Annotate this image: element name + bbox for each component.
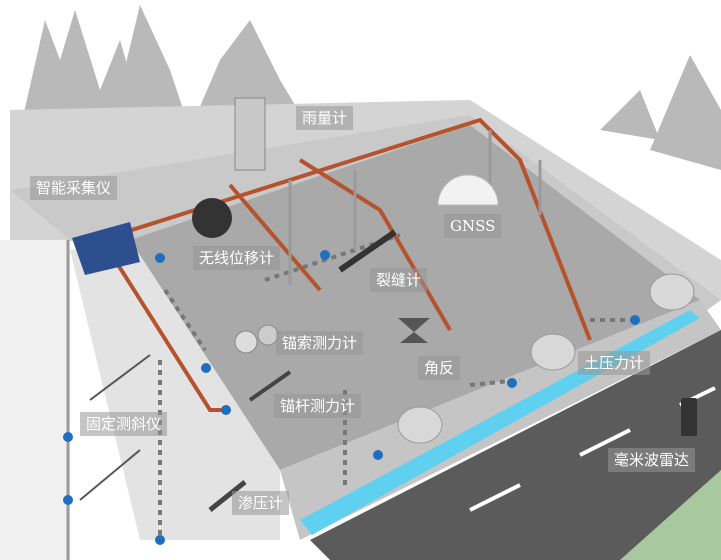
label-anchor-rod-dynamometer: 锚杆测力计 <box>274 394 362 418</box>
sensor-nodes <box>63 250 640 545</box>
earth-pressure-cells <box>397 273 695 444</box>
label-fixed-inclinometer: 固定测斜仪 <box>80 412 168 436</box>
label-gnss: GNSS <box>444 214 502 238</box>
label-wireless-displacement: 无线位移计 <box>193 246 281 270</box>
label-data-logger: 智能采集仪 <box>30 176 118 200</box>
label-corner-reflector: 角反 <box>418 356 461 380</box>
mmwave-radar-icon <box>681 398 697 436</box>
inclinometer-icons <box>79 354 151 501</box>
label-crack-meter: 裂缝计 <box>370 268 428 292</box>
wireless-displacement-icon <box>192 198 232 238</box>
data-logger-icon <box>72 222 140 275</box>
label-piezometer: 渗压计 <box>232 491 290 515</box>
tree-silhouettes <box>20 5 721 170</box>
anchor-cable-dynamometer-icon <box>234 330 258 354</box>
corner-reflector-icon <box>398 318 430 343</box>
crack-meter-icon <box>338 229 397 273</box>
rain-gauge-icon <box>234 97 266 171</box>
road <box>310 330 721 560</box>
label-earth-pressure-cell: 土压力计 <box>578 351 651 375</box>
label-anchor-cable-dynamometer: 锚索测力计 <box>276 331 364 355</box>
label-rain-gauge: 雨量计 <box>296 106 354 130</box>
piezometer-icon <box>208 480 247 512</box>
label-mmwave-radar: 毫米波雷达 <box>608 448 696 472</box>
gnss-antenna-icon <box>437 174 499 206</box>
anchor-rod-icon <box>248 370 292 402</box>
